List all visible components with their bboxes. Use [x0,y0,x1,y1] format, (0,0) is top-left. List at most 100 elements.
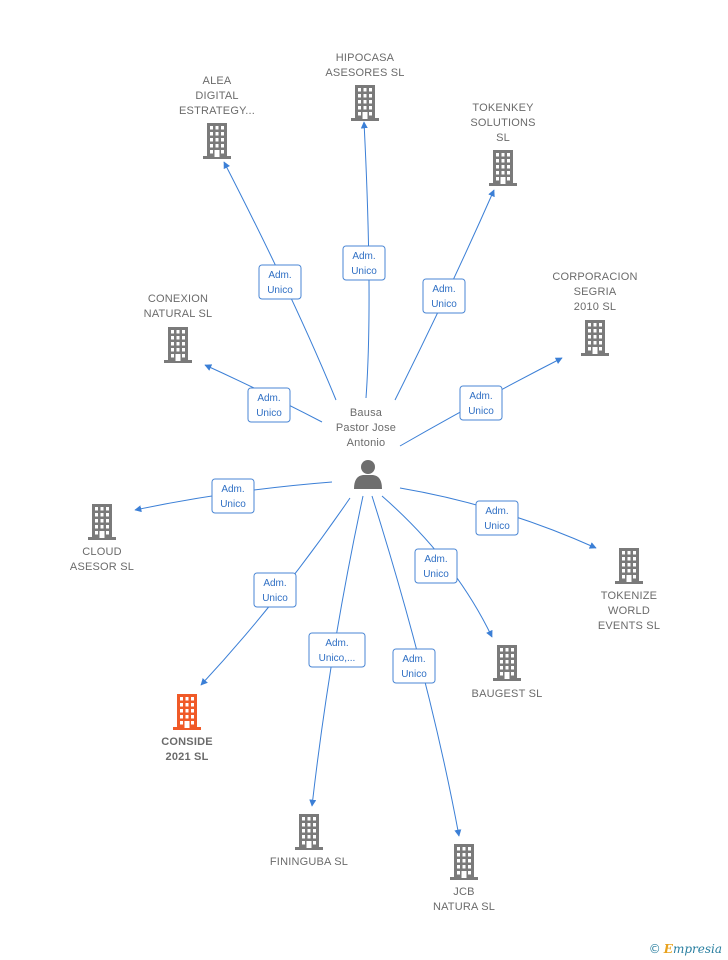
edge-label-line: Adm. [424,554,447,565]
building-icon-jcb[interactable] [450,844,478,880]
building-icon-tokenize[interactable] [615,548,643,584]
company-label-hipocasa[interactable]: HIPOCASA ASESORES SL [325,52,404,79]
edge-label-line: Unico [220,499,246,510]
edge-label-line: Unico [431,299,457,310]
edge-label-text: Adm. Unico [468,391,494,417]
company-label-conside-line: CONSIDE [161,736,213,748]
company-label-hipocasa-line: HIPOCASA [336,52,395,64]
edge-label-corporacion[interactable]: Adm. Unico [459,385,503,421]
company-label-corporacion-line: CORPORACION [552,271,637,283]
company-label-fininguba[interactable]: FININGUBA SL [270,856,348,868]
edge-label-line: Unico,... [319,653,356,664]
edge-label-line: Adm. [469,391,492,402]
company-label-fininguba-line: FININGUBA SL [270,856,348,868]
empresia-watermark: ©Empresia [649,942,722,956]
edge-label-cloud[interactable]: Adm. Unico [211,478,255,514]
edge-label-line: Unico [262,593,288,604]
edge-label-tokenize[interactable]: Adm. Unico [475,500,519,536]
company-label-conside-line: 2021 SL [166,751,209,763]
edge-label-line: Adm. [263,578,286,589]
building-icon-conexion[interactable] [164,327,192,363]
edge-label-line: Unico [351,266,377,277]
brand-name: mpresia [672,942,722,956]
building-icon-baugest[interactable] [493,645,521,681]
edge-label-line: Adm. [352,251,375,262]
edge-label-text: Adm. Unico [431,284,457,310]
edge-label-line: Adm. [325,638,348,649]
company-label-cloud-line: CLOUD [82,546,122,558]
building-icon-tokenkey[interactable] [489,150,517,186]
edge-label-text: Adm. Unico [484,506,510,532]
edge-label-jcb[interactable]: Adm. Unico [392,648,436,684]
company-label-alea[interactable]: ALEA DIGITAL ESTRATEGY... [179,75,255,117]
company-label-alea-line: DIGITAL [195,90,238,102]
edge-label-alea[interactable]: Adm. Unico [258,264,302,300]
company-label-hipocasa-line: ASESORES SL [325,67,404,79]
company-label-alea-line: ALEA [203,75,232,87]
edge-label-conexion[interactable]: Adm. Unico [247,387,291,423]
building-icon-alea[interactable] [203,123,231,159]
building-icon-hipocasa[interactable] [351,85,379,121]
company-label-corporacion-line: 2010 SL [574,301,616,313]
company-label-jcb-line: NATURA SL [433,901,495,913]
edge-label-line: Adm. [221,484,244,495]
person-name-line: Pastor Jose [336,422,396,434]
edge-label-hipocasa[interactable]: Adm. Unico [342,245,386,281]
company-label-tokenkey-line: SL [496,132,510,144]
edge-label-text: Adm. Unico [401,654,427,680]
brand-initial: E [663,942,673,956]
building-icon-conside[interactable] [173,694,201,730]
edge-label-line: Unico [484,521,510,532]
edge-label-text: Adm. Unico,... [319,638,356,664]
company-label-cloud-line: ASESOR SL [70,561,134,573]
edge-label-line: Adm. [402,654,425,665]
edge-label-text: Adm. Unico [262,578,288,604]
edge-label-fininguba[interactable]: Adm. Unico,... [308,632,366,668]
copyright-icon: © [648,942,661,956]
edge-label-line: Unico [401,669,427,680]
company-label-conside[interactable]: CONSIDE 2021 SL [161,736,213,763]
person-name-line: Bausa [350,407,383,419]
edge-label-line: Adm. [257,393,280,404]
company-label-conexion-line: CONEXION [148,293,208,305]
company-label-tokenize-line: WORLD [608,605,650,617]
company-label-tokenize-line: TOKENIZE [601,590,657,602]
company-label-tokenkey-line: SOLUTIONS [470,117,535,129]
company-label-jcb-line: JCB [453,886,474,898]
person-name-line: Antonio [347,437,386,449]
edge-label-line: Unico [256,408,282,419]
company-label-corporacion-line: SEGRIA [574,286,617,298]
edge-label-line: Unico [267,285,293,296]
company-label-baugest[interactable]: BAUGEST SL [472,688,543,700]
company-label-baugest-line: BAUGEST SL [472,688,543,700]
edge-label-text: Adm. Unico [423,554,449,580]
company-label-tokenkey[interactable]: TOKENKEY SOLUTIONS SL [470,102,535,144]
edge-label-text: Adm. Unico [351,251,377,277]
edge-label-baugest[interactable]: Adm. Unico [414,548,458,584]
edge-label-conside[interactable]: Adm. Unico [253,572,297,608]
edge-label-line: Adm. [268,270,291,281]
company-label-jcb[interactable]: JCB NATURA SL [433,886,495,913]
edge-label-text: Adm. Unico [220,484,246,510]
edge-label-tokenkey[interactable]: Adm. Unico [422,278,466,314]
company-label-tokenize-line: EVENTS SL [598,620,660,632]
building-icon-fininguba[interactable] [295,814,323,850]
company-label-corporacion[interactable]: CORPORACION SEGRIA 2010 SL [552,271,637,313]
company-label-conexion-line: NATURAL SL [144,308,213,320]
company-label-tokenize[interactable]: TOKENIZE WORLD EVENTS SL [598,590,660,632]
building-icon-corporacion[interactable] [581,320,609,356]
edge-label-text: Adm. Unico [256,393,282,419]
building-icon-cloud[interactable] [88,504,116,540]
edge-label-line: Adm. [485,506,508,517]
edge-label-text: Adm. Unico [267,270,293,296]
edge-label-line: Unico [423,569,449,580]
company-label-cloud[interactable]: CLOUD ASESOR SL [70,546,134,573]
edge-label-line: Unico [468,406,494,417]
edge-label-line: Adm. [432,284,455,295]
company-label-alea-line: ESTRATEGY... [179,105,255,117]
person-icon[interactable] [354,460,382,489]
company-label-tokenkey-line: TOKENKEY [472,102,534,114]
company-label-conexion[interactable]: CONEXION NATURAL SL [144,293,213,320]
